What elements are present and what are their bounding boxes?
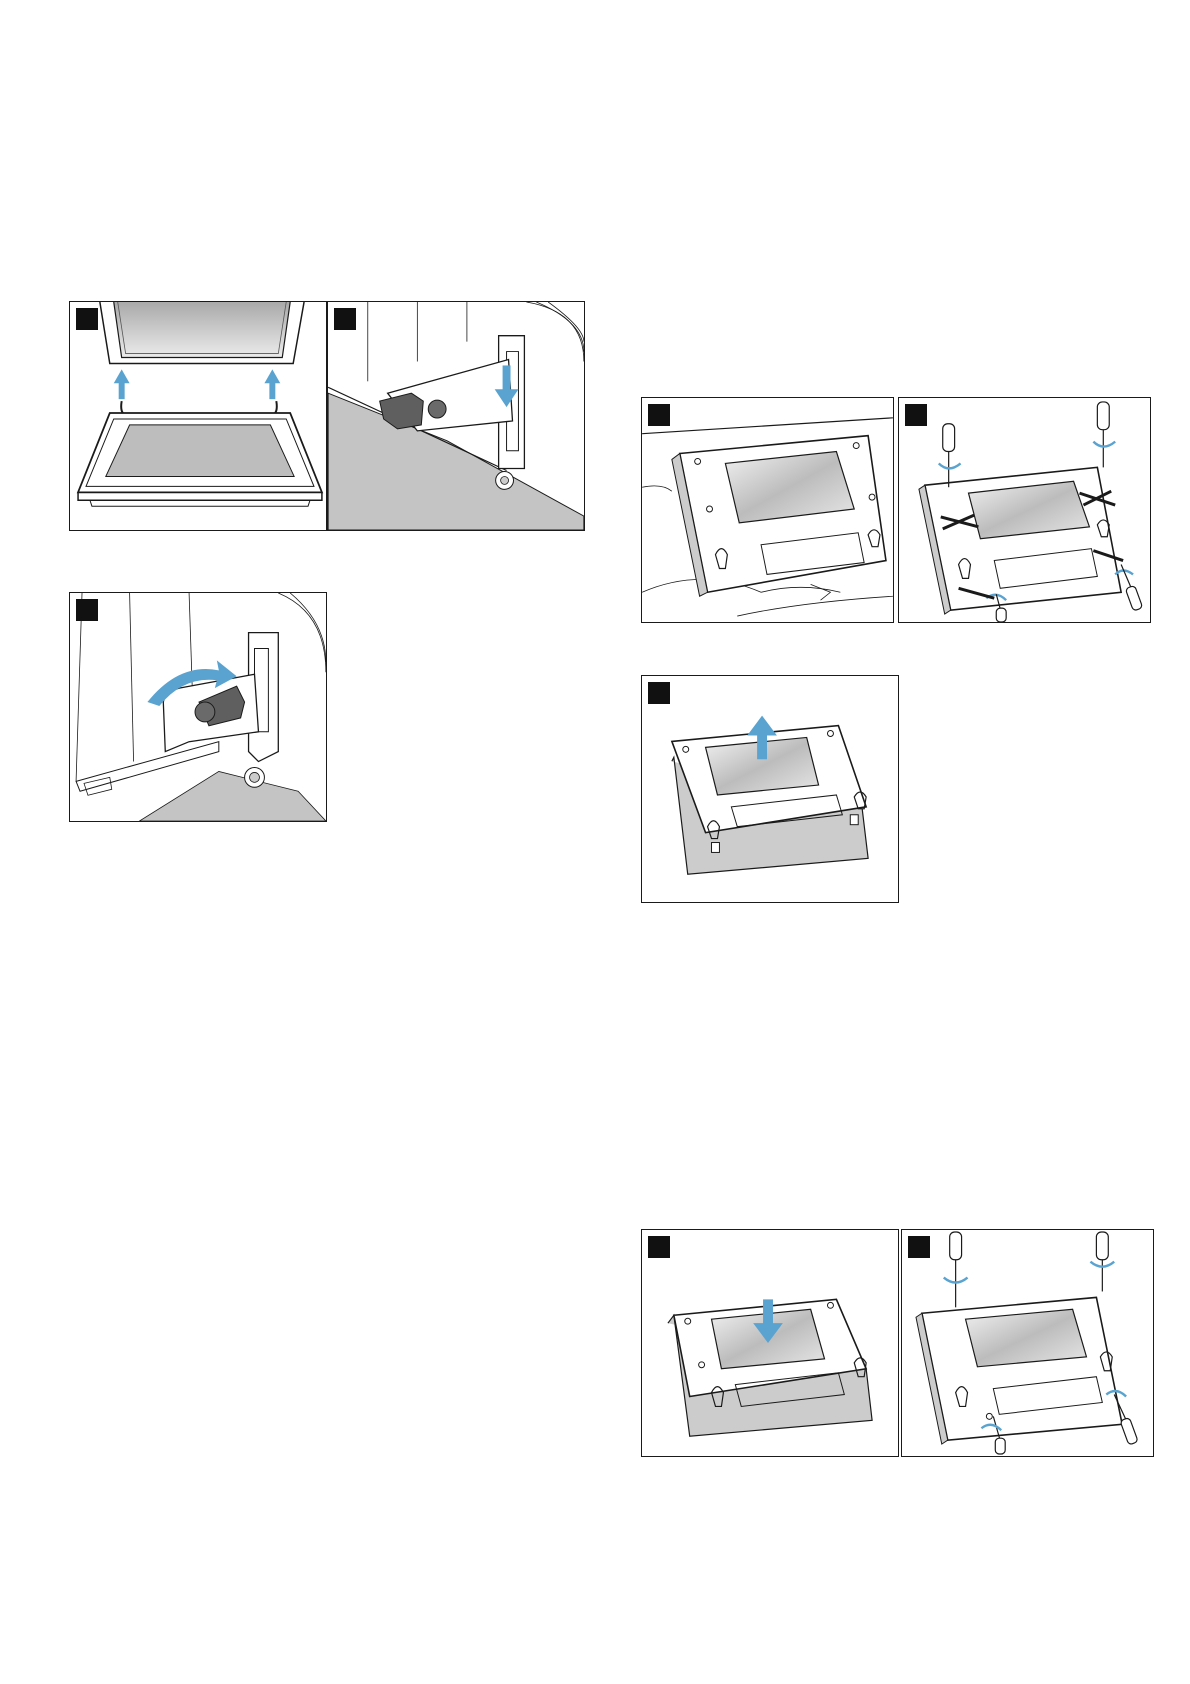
illustration-lift-pane — [642, 676, 898, 902]
illustration-screw-panel — [902, 1230, 1153, 1456]
step-marker-6 — [648, 682, 670, 704]
illustration-insert-pane — [642, 1230, 898, 1456]
step-marker-1 — [76, 308, 98, 330]
figure-7-insert-glass — [641, 1229, 899, 1457]
step-marker-8 — [908, 1236, 930, 1258]
step-marker-7 — [648, 1236, 670, 1258]
illustration-unscrew-panel — [899, 398, 1150, 622]
illustration-hinge-push-down — [328, 302, 584, 530]
step-marker-4 — [648, 404, 670, 426]
step-marker-3 — [76, 599, 98, 621]
figure-2-hinge-down — [327, 301, 585, 531]
step-marker-5 — [905, 404, 927, 426]
illustration-door-panel-flat — [642, 398, 893, 622]
step-marker-2 — [334, 308, 356, 330]
illustration-door-glass-lift — [70, 302, 326, 530]
figure-4-panel-on-surface — [641, 397, 894, 623]
arrow-up-left-icon — [114, 369, 130, 399]
figure-1-door-open — [69, 301, 327, 531]
figure-6-lift-glass — [641, 675, 899, 903]
illustration-hinge-fold-lever — [70, 593, 326, 821]
figure-8-screw-in — [901, 1229, 1154, 1457]
arrow-up-right-icon — [264, 369, 280, 399]
figure-5-unscrew — [898, 397, 1151, 623]
figure-3-hinge-fold — [69, 592, 327, 822]
